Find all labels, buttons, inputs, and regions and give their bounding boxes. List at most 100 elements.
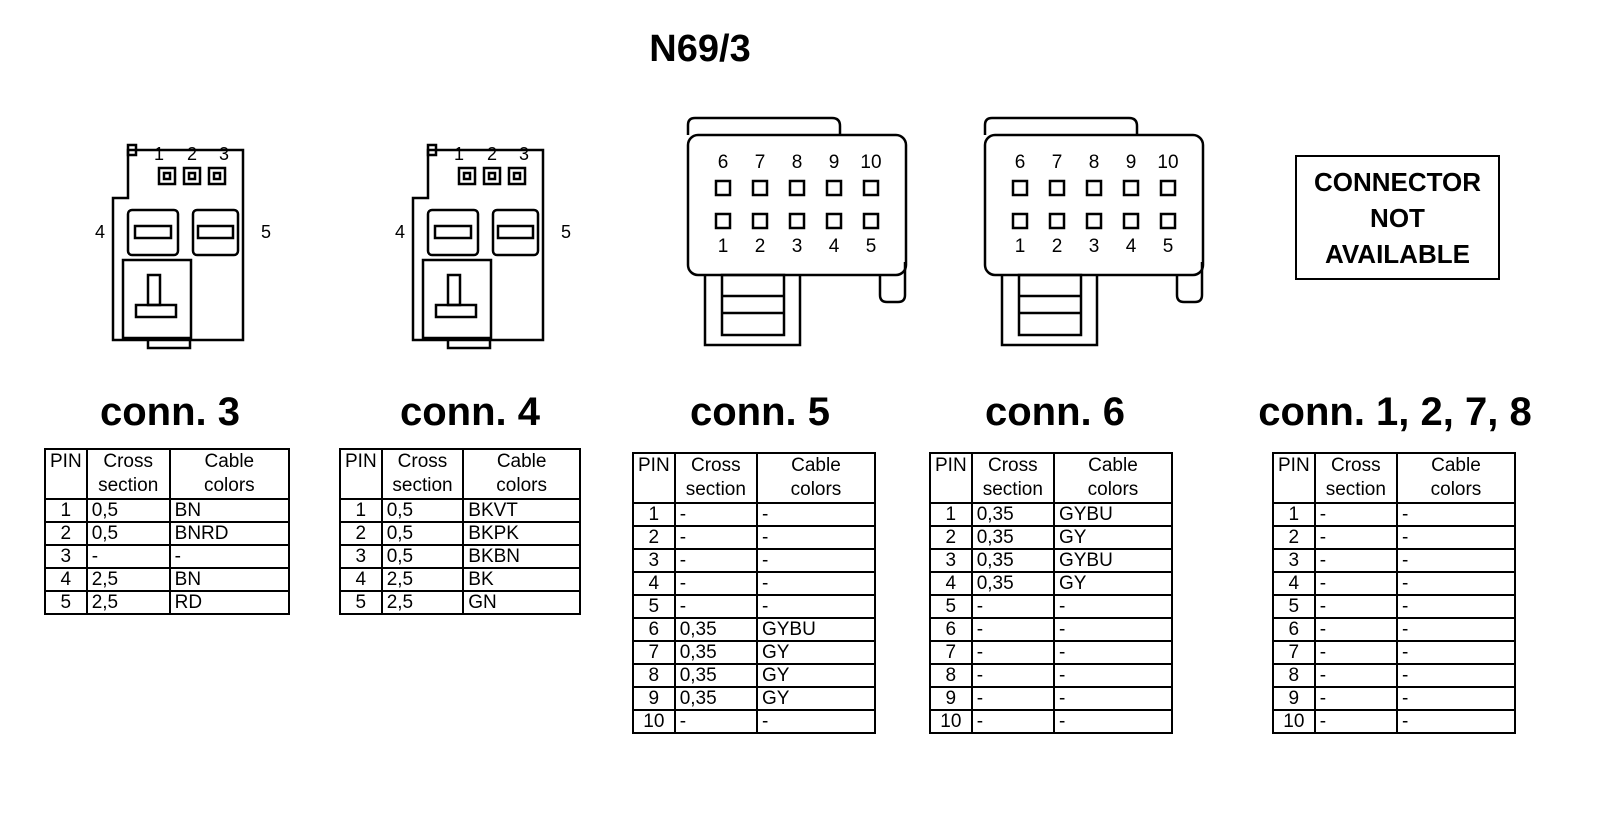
table-row: 7-- [929, 640, 1174, 665]
connector-label: conn. 1, 2, 7, 8 [1258, 390, 1532, 434]
cross-section-cell: - [673, 594, 758, 619]
cross-section-cell: - [1313, 525, 1398, 550]
cable-color-cell: BNRD [168, 521, 291, 546]
cross-section-cell: 0,5 [85, 521, 171, 546]
connector-label: conn. 4 [399, 390, 541, 434]
cross-section-cell: 0,5 [380, 544, 465, 569]
cable-color-cell: - [1052, 594, 1174, 619]
cable-color-cell: - [755, 502, 877, 527]
pin-cell: 9 [929, 686, 973, 711]
pin-cell: 5 [339, 590, 383, 615]
cross-section-cell: 2,5 [380, 590, 465, 615]
cross-section-cell: 0,35 [673, 686, 758, 711]
header-text: Cable [1088, 455, 1138, 476]
cross-section-cell: 0,5 [380, 521, 465, 546]
cable-color-cell: - [755, 709, 877, 734]
pin-cell: 6 [929, 617, 973, 642]
cable-color-cell: - [1395, 617, 1517, 642]
pin-number: 2 [755, 236, 766, 257]
pin-cell: 7 [632, 640, 676, 665]
na-line: AVAILABLE [1325, 238, 1470, 269]
pin-cell: 4 [632, 571, 676, 596]
page-title: N69/3 [649, 28, 751, 70]
pin-cell: 9 [632, 686, 676, 711]
table-row: 5-- [1272, 594, 1517, 619]
pin-cell: 9 [1272, 686, 1316, 711]
pin-cell: 1 [339, 498, 383, 523]
cross-section-cell: 2,5 [85, 590, 171, 615]
cross-section-cell: 0,35 [970, 548, 1055, 573]
cable-color-cell: - [168, 544, 291, 569]
table-row: 3-- [44, 544, 291, 569]
header-text: Cross [397, 451, 448, 472]
header-text: Cable [1431, 455, 1481, 476]
pin-cell: 1 [632, 502, 676, 527]
cross-section-cell: - [970, 640, 1055, 665]
cable-color-cell: GYBU [755, 617, 877, 642]
cable-color-cell: - [755, 525, 877, 550]
connector-label: conn. 3 [99, 390, 241, 434]
header-text: section [392, 475, 453, 496]
pin-number: 2 [1052, 236, 1063, 257]
pin-cell: 7 [1272, 640, 1316, 665]
connector-label: conn. 6 [984, 390, 1126, 434]
pin-number: 5 [261, 222, 271, 242]
cross-section-cell: - [1313, 709, 1398, 734]
cable-color-cell: GYBU [1052, 548, 1174, 573]
pin-cell: 5 [929, 594, 973, 619]
pin-number: 5 [561, 222, 571, 242]
table-row: 6-- [929, 617, 1174, 642]
pin-number: 4 [829, 236, 840, 257]
pin-number: 6 [1015, 152, 1026, 173]
header-text: section [982, 479, 1043, 500]
pin-number: 5 [1163, 236, 1174, 257]
cross-section-cell: - [85, 544, 171, 569]
table-row: 9-- [1272, 686, 1517, 711]
connector-5-drawing [686, 116, 908, 347]
header-text: Cable [204, 451, 255, 472]
cable-color-cell: - [1052, 663, 1174, 688]
cable-color-cell: - [1395, 594, 1517, 619]
pin-cell: 8 [632, 663, 676, 688]
header-text: colors [203, 475, 255, 496]
table-row: 7-- [1272, 640, 1517, 665]
pin-cell: 2 [929, 525, 973, 550]
table-row: 10-- [632, 709, 877, 734]
cross-section-cell: 0,5 [380, 498, 465, 523]
header-text: Cable [496, 451, 547, 472]
connector-3-drawing: 1 2 3 4 5 [95, 143, 271, 350]
cross-section-cell: - [673, 502, 758, 527]
header-text: Cross [988, 455, 1038, 476]
cable-color-cell: BN [168, 567, 291, 592]
pin-cell: 3 [1272, 548, 1316, 573]
cross-section-cell: 0,5 [85, 498, 171, 523]
header-text: Cable [791, 455, 841, 476]
cable-color-cell: - [1052, 617, 1174, 642]
cable-color-cell: BN [168, 498, 291, 523]
cable-color-cell: GY [755, 686, 877, 711]
cross-section-cell: 0,35 [970, 525, 1055, 550]
cross-section-cell: 2,5 [85, 567, 171, 592]
cable-color-cell: - [1052, 686, 1174, 711]
cross-section-cell: - [1313, 548, 1398, 573]
cable-color-cell: BKBN [462, 544, 581, 569]
table-row: 9-- [929, 686, 1174, 711]
pin-cell: 10 [632, 709, 676, 734]
connector-not-available-box: CONNECTOR NOT AVAILABLE [1295, 155, 1500, 280]
cross-section-cell: - [1313, 663, 1398, 688]
pin-number: 4 [95, 222, 105, 242]
table-row: 10-- [929, 709, 1174, 734]
